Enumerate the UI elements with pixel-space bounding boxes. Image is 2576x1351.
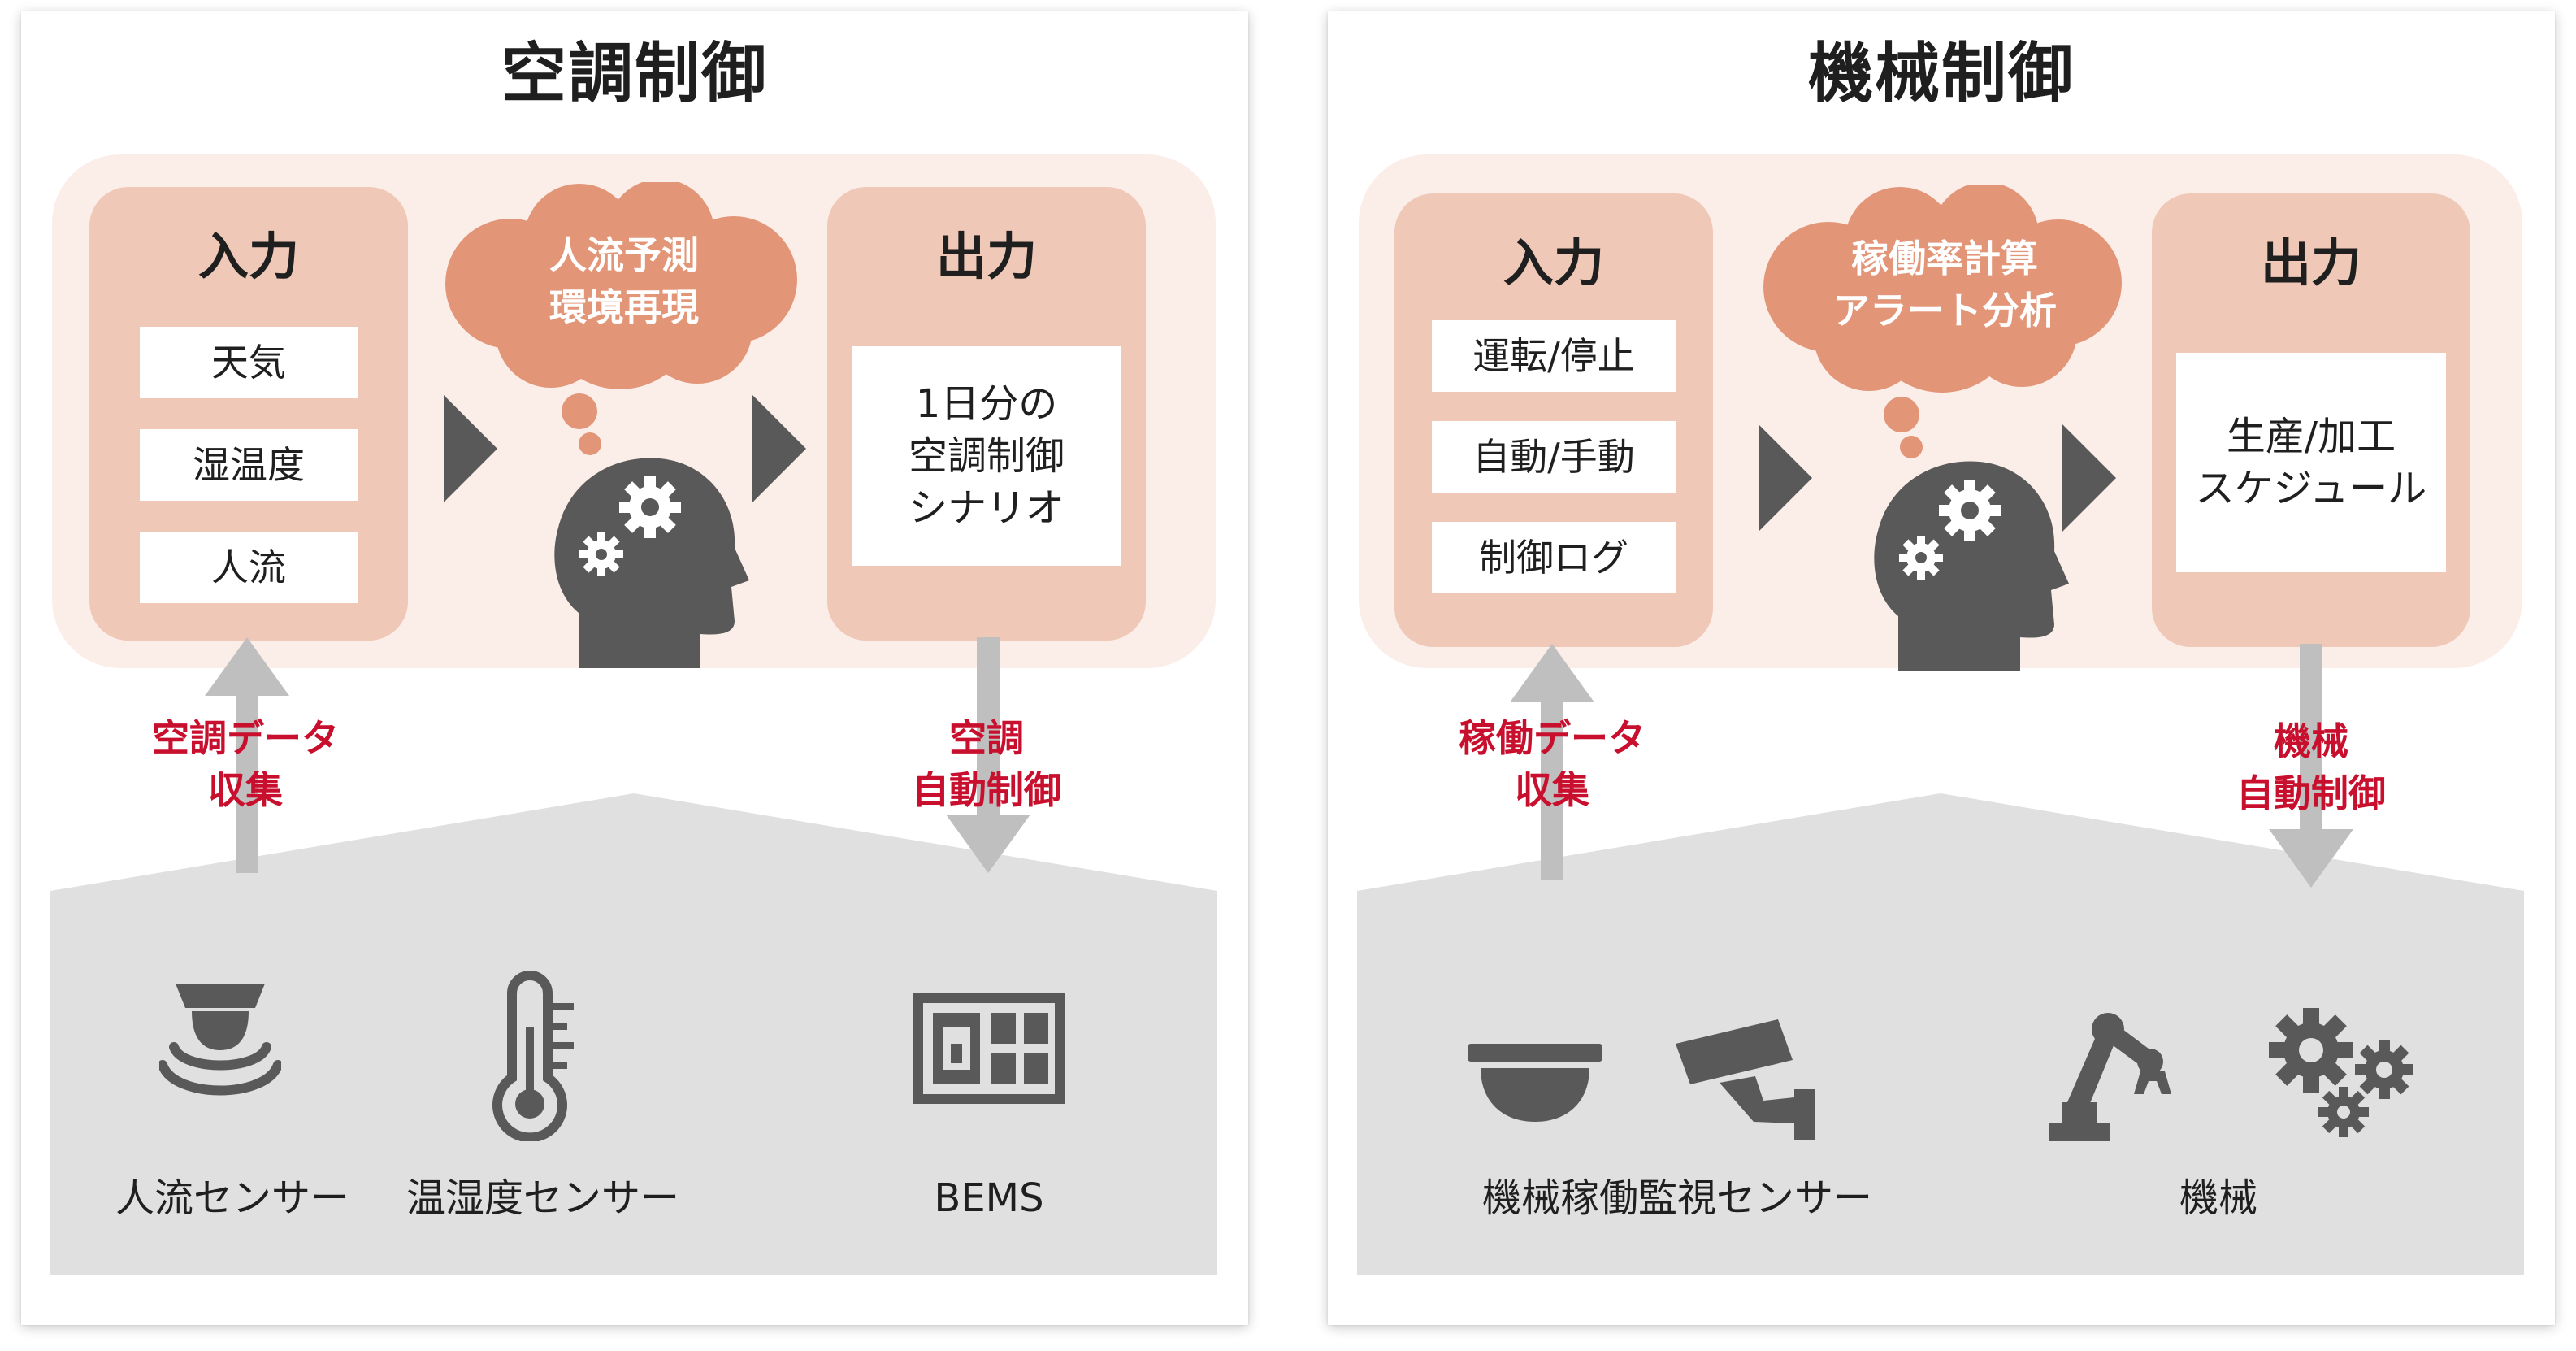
device-label: 機械 [2179, 1175, 2257, 1221]
collect-arrow-up-icon [1510, 644, 1594, 880]
input-item-people-flow: 人流 [140, 532, 358, 603]
flow-arrow-icon [752, 395, 806, 502]
panel-hvac-control: 空調制御 入力 天気 湿温度 人流 人流予測 環境再現 [21, 11, 1248, 1325]
device-label: 人流センサー [115, 1175, 349, 1221]
control-label: 自動制御 [912, 768, 1061, 812]
input-heading: 入力 [1503, 233, 1604, 293]
head-gears-icon [554, 458, 749, 668]
control-arrow-down-icon [946, 637, 1030, 873]
thought-cloud-icon [1763, 185, 2122, 458]
process-line-1: 人流予測 [549, 233, 699, 277]
input-item-auto-manual: 自動/手動 [1432, 421, 1676, 493]
gears-icon [2269, 1008, 2413, 1137]
control-label: 機械 [2274, 719, 2348, 763]
control-arrow-down-icon [2269, 644, 2353, 888]
output-card: 1日分の 空調制御 シナリオ [852, 346, 1121, 566]
flow-arrow-icon [2062, 424, 2116, 532]
output-line: 空調制御 [908, 433, 1065, 479]
input-box: 入力 天気 湿温度 人流 [89, 187, 408, 641]
people-flow-sensor-icon [159, 984, 281, 1096]
flow-arrow-icon [1759, 424, 1812, 532]
thought-cloud-icon [445, 182, 797, 455]
collect-label: 稼働データ [1459, 716, 1646, 760]
panel-title: 機械制御 [1808, 36, 2075, 111]
bems-panel-icon [913, 993, 1065, 1104]
flow-arrow-icon [444, 395, 497, 502]
input-item-humidity-temp: 湿温度 [140, 429, 358, 501]
dome-camera-icon [1468, 1044, 1602, 1122]
collect-label: 空調データ [152, 716, 339, 760]
output-box: 出力 1日分の 空調制御 シナリオ [827, 187, 1146, 641]
output-heading: 出力 [935, 227, 1037, 286]
collect-arrow-up-icon [205, 637, 289, 873]
process-line-1: 稼働率計算 [1851, 237, 2038, 280]
device-label: BEMS [934, 1175, 1044, 1221]
robot-arm-icon [2049, 1013, 2171, 1141]
output-line: 1日分の [915, 381, 1058, 427]
input-item-control-log: 制御ログ [1432, 522, 1676, 593]
output-heading: 出力 [2260, 233, 2361, 293]
panel-title: 空調制御 [501, 36, 768, 111]
input-item-run-stop: 運転/停止 [1432, 320, 1676, 392]
input-item-weather: 天気 [140, 327, 358, 398]
input-heading: 入力 [197, 227, 299, 286]
process-line-2: 環境再現 [549, 285, 699, 329]
process-line-2: アラート分析 [1832, 289, 2057, 332]
head-gears-icon [1874, 461, 2069, 671]
output-box: 出力 生産/加工 スケジュール [2152, 193, 2470, 647]
control-label: 空調 [949, 716, 1024, 760]
device-label: 機械稼働監視センサー [1481, 1175, 1872, 1221]
output-line: 生産/加工 [2226, 414, 2396, 459]
panel-machine-control: 機械制御 入力 運転/停止 自動/手動 制御ログ 稼働率計算 アラート分析 [1328, 11, 2555, 1325]
security-camera-icon [1676, 1019, 1815, 1140]
device-label: 温湿度センサー [405, 1175, 679, 1221]
output-line: スケジュール [2195, 466, 2427, 511]
output-card: 生産/加工 スケジュール [2176, 353, 2446, 572]
input-box: 入力 運転/停止 自動/手動 制御ログ [1394, 193, 1713, 647]
thermometer-icon [492, 971, 574, 1141]
control-label: 自動制御 [2236, 771, 2386, 815]
collect-label: 収集 [208, 768, 283, 812]
output-line: シナリオ [908, 485, 1065, 531]
collect-label: 収集 [1515, 768, 1589, 812]
